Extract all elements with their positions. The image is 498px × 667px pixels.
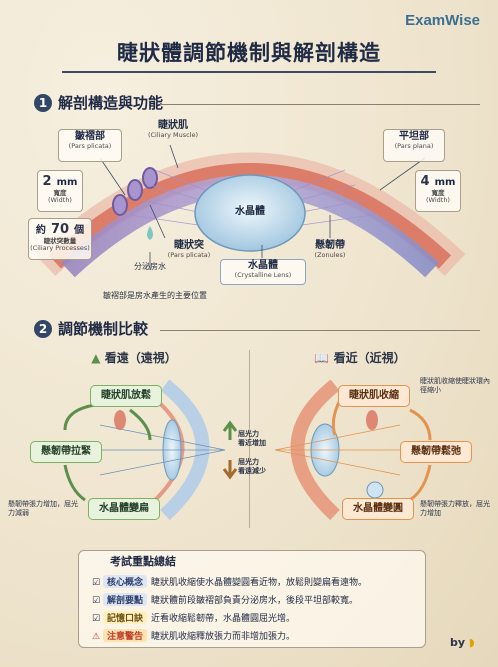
far-heading: ▲ 看遠（遠視） [91,351,177,365]
ciliary-processes-shape [112,167,158,216]
processes-count-label: 約 70 個 睫狀突數量(Ciliary Processes) [28,218,92,260]
checkbox-icon: ☑ [92,596,101,606]
lens-label: 水晶體(Crystalline Lens) [220,259,306,285]
accommodation-diagram [63,379,432,521]
pars-plicata-label: 皺褶部(Pars plicata) [58,129,122,162]
summary-row-3: ☑ 記憶口訣近看收縮鬆韌帶，水晶體圓屈光增。 [92,611,422,624]
aqueous-note: 皺褶部是房水產生的主要位置 [103,291,207,300]
lens-shape [194,174,306,252]
brand-logo: ExamWise [405,12,480,29]
section1-heading: 1 解剖構造與功能 [34,92,163,113]
far-zonule-box: 懸韌帶拉緊 [30,441,102,463]
banana-icon: ◗ [468,636,475,649]
far-lens-box: 水晶體變扁 [88,498,160,520]
width-right-label: 4 mm 寬度(Width) [415,170,461,212]
title-underline [62,71,436,73]
section1-title: 解剖構造與功能 [58,94,164,112]
leader-lines [99,144,426,270]
section2-title: 調節機制比較 [58,320,149,338]
near-zonule-box: 懸韌帶鬆弛 [400,441,472,463]
comparison-divider [249,350,250,528]
far-muscle-box: 睫狀肌放鬆 [90,385,162,407]
anatomy-diagram [34,144,466,278]
far-eye-wall [160,379,210,521]
zonule-fibers [129,169,373,226]
book-icon: 📖 [314,351,330,365]
width-left-label: 2 mm 寬度(Width) [37,170,83,212]
center-up-note: 屈光力看近增加 [238,430,266,448]
page-title: 睫狀體調節機制與解剖構造 [117,41,381,65]
byline: by ◗ [450,636,475,649]
section1-number: 1 [34,94,52,112]
section1-rule [160,104,480,105]
center-down-note: 屈光力看遠減少 [238,458,266,476]
aqueous-label: 分泌房水 [134,262,166,271]
far-note: 懸韌帶張力增加，屈光力減弱 [8,500,78,518]
checkbox-icon: ☑ [92,614,101,624]
ciliary-process-label: 睫狀突(Pars plicata) [167,240,211,259]
checkbox-icon: ☑ [92,578,101,588]
summary-row-4: ⚠ 注意警告睫狀肌收縮釋放張力而非增加張力。 [92,629,422,642]
arrow-down-icon [222,460,238,480]
near-light-rays [274,424,401,476]
near-muscle-box: 睫狀肌收縮 [338,385,410,407]
near-lens-box: 水晶體變圓 [342,498,414,520]
warning-icon: ⚠ [92,632,101,642]
summary-row-2: ☑ 解剖要點睫狀體前段皺褶部負責分泌房水，後段平坦部較寬。 [92,593,422,606]
summary-row-1: ☑ 核心概念睫狀肌收縮使水晶體變圓看近物，放鬆則變扁看遠物。 [92,575,422,588]
section2-number: 2 [34,320,52,338]
near-heading: 📖 看近（近視） [314,351,406,365]
far-arrows [63,403,152,502]
near-note-bottom: 懸韌帶張力釋放，屈光力增加 [420,500,490,518]
arrow-up-icon [222,420,238,440]
lens-inner-label: 水晶體 [235,206,265,217]
pars-plana-label: 平坦部(Pars plana) [383,129,445,162]
section2-heading: 2 調節機制比較 [34,318,148,339]
zonules-label: 懸韌帶(Zonules) [314,240,346,259]
aqueous-drop [147,226,153,240]
mountain-icon: ▲ [91,351,101,365]
ciliary-muscle-shape [48,163,452,269]
section2-rule [160,330,480,331]
near-note-top: 睫狀肌收縮使睫狀環內徑縮小 [420,377,490,395]
ciliary-muscle-label: 睫狀肌(Ciliary Muscle) [147,120,199,139]
near-eye-wall [290,379,340,521]
summary-title: 考試重點總結 [110,555,176,568]
